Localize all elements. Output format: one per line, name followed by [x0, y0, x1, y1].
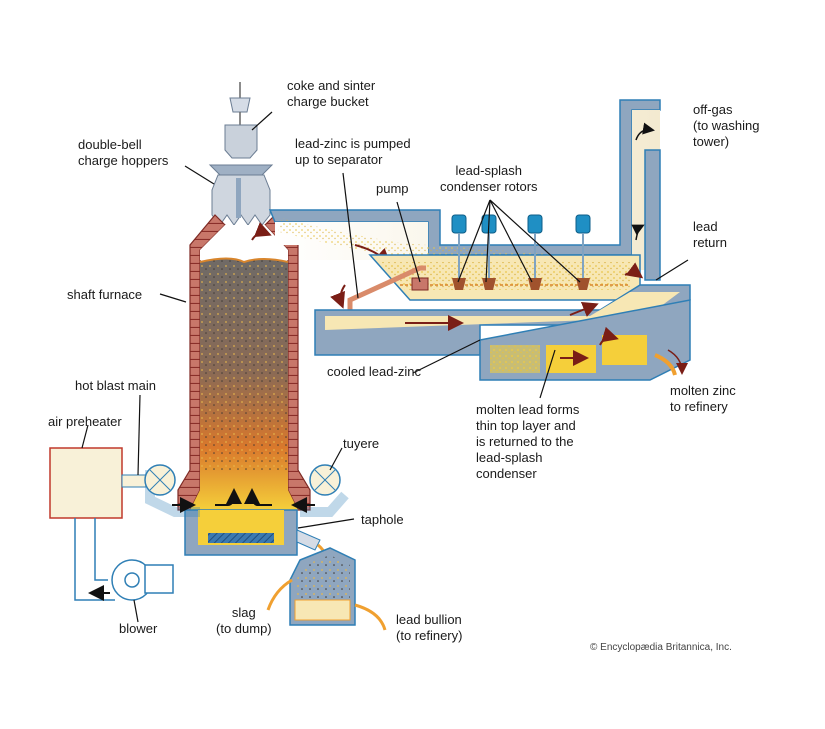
label-off-gas: off-gas (to washing tower) — [693, 102, 760, 149]
hearth — [184, 509, 298, 556]
leader-lines — [81, 111, 689, 623]
shaft-furnace — [177, 214, 311, 511]
separator-trough — [314, 262, 691, 381]
label-slag: slag (to dump) — [216, 605, 272, 636]
rotor-4 — [575, 214, 591, 290]
label-blower: blower — [119, 621, 158, 636]
charge-bucket — [229, 82, 251, 125]
label-tuyere: tuyere — [343, 436, 380, 451]
double-bell-hoppers — [208, 124, 274, 226]
label-molten-zinc: molten zinc to refinery — [670, 383, 736, 414]
label-taphole: taphole — [361, 512, 404, 527]
tuyere-right — [309, 464, 341, 496]
label-coke-bucket: coke and sinter charge bucket — [287, 78, 376, 109]
rotor-1 — [451, 214, 467, 290]
condenser-chamber — [368, 254, 641, 301]
rotor-2 — [481, 214, 497, 290]
label-cooled-lead-zinc: cooled lead-zinc — [327, 364, 421, 379]
label-molten-lead: molten lead forms thin top layer and is … — [476, 402, 580, 481]
pump — [330, 265, 429, 310]
label-hot-blast-main: hot blast main — [75, 378, 156, 393]
label-shaft-furnace: shaft furnace — [67, 287, 143, 302]
air-preheater — [49, 447, 123, 519]
label-lead-bullion: lead bullion (to refinery) — [396, 612, 463, 643]
settler — [266, 547, 387, 631]
copyright-credit: © Encyclopædia Britannica, Inc. — [590, 642, 732, 653]
blower — [74, 518, 174, 601]
label-lead-return: lead return — [693, 219, 727, 250]
label-pump: pump — [376, 181, 409, 196]
label-double-bell-hoppers: double-bell charge hoppers — [78, 137, 169, 168]
tuyere-left — [144, 464, 176, 496]
label-lead-zinc-pumped: lead-zinc is pumped up to separator — [295, 136, 411, 167]
label-air-preheater: air preheater — [48, 414, 122, 429]
label-condenser-rotors: lead-splash condenser rotors — [440, 163, 538, 194]
condenser-rotors — [451, 214, 591, 290]
